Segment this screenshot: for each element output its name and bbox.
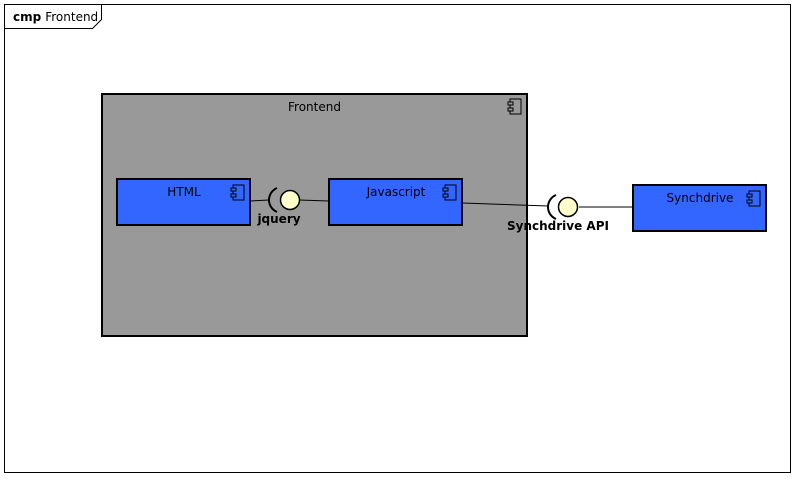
- component-box: [632, 184, 767, 232]
- component-javascript[interactable]: Javascript: [328, 178, 463, 226]
- interface-label: jquery: [256, 212, 300, 226]
- provided-ball: [557, 196, 579, 218]
- connector-html-jquery: [249, 199, 270, 202]
- connector-javascript-api: [461, 202, 549, 207]
- interface-jquery[interactable]: jquery: [256, 187, 301, 226]
- component-box: [328, 178, 463, 226]
- frame-name: Frontend: [45, 10, 98, 24]
- component-label: Synchdrive: [667, 191, 734, 205]
- package-label: Frontend: [288, 100, 341, 114]
- provided-ball: [279, 189, 301, 211]
- interface-synchdrive-api[interactable]: Synchdrive API: [507, 194, 609, 233]
- required-socket: [547, 194, 557, 220]
- component-box: [116, 178, 251, 226]
- component-label: Javascript: [366, 185, 426, 199]
- component-html[interactable]: HTML: [116, 178, 251, 226]
- frame-tab: [4, 4, 102, 29]
- component-icon: [746, 190, 761, 207]
- component-icon: [442, 184, 457, 201]
- component-label: HTML: [167, 185, 201, 199]
- component-icon: [230, 184, 245, 201]
- component-icon: [507, 98, 522, 115]
- connector-jquery-javascript: [298, 199, 330, 202]
- required-socket: [268, 187, 278, 213]
- frame-keyword: cmp: [13, 10, 42, 24]
- interface-label: Synchdrive API: [507, 219, 609, 233]
- component-synchdrive[interactable]: Synchdrive: [632, 184, 767, 232]
